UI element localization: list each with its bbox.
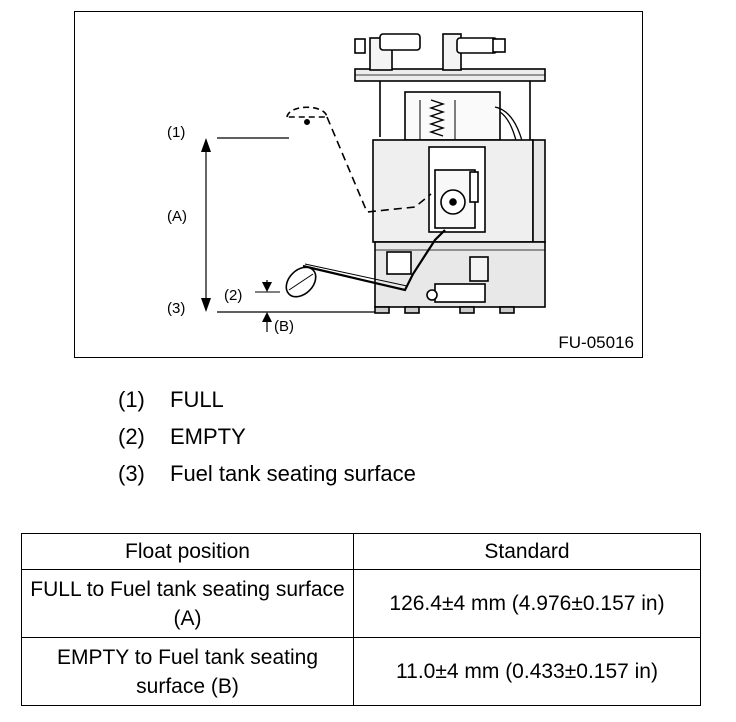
- label-full: (1): [167, 124, 186, 141]
- legend-text: FULL: [170, 387, 224, 412]
- fuel-pump-float-figure: (1) (A) (2) (3) (B) FU-05016: [74, 11, 643, 358]
- label-dimension-b: (B): [274, 318, 294, 335]
- cell-standard: 126.4±4 mm (4.976±0.157 in): [353, 569, 701, 638]
- label-empty: (2): [224, 287, 243, 304]
- legend-text: EMPTY: [170, 424, 246, 449]
- cell-standard: 11.0±4 mm (0.433±0.157 in): [353, 637, 701, 706]
- legend-text: Fuel tank seating surface: [170, 461, 416, 486]
- cell-float-position: FULL to Fuel tank seating surface (A): [21, 569, 354, 638]
- fuel-pump-illustration: [201, 33, 546, 332]
- cell-float-position: EMPTY to Fuel tank seating surface (B): [21, 637, 354, 706]
- label-dimension-a: (A): [167, 208, 187, 225]
- legend-number: (3): [118, 461, 145, 486]
- table-row: FULL to Fuel tank seating surface (A) 12…: [21, 569, 701, 638]
- label-seating-surface: (3): [167, 300, 186, 317]
- float-position-spec-table: Float position Standard FULL to Fuel tan…: [21, 533, 701, 706]
- table-header-row: Float position Standard: [21, 533, 701, 570]
- header-float-position: Float position: [21, 533, 354, 570]
- table-row: EMPTY to Fuel tank seating surface (B) 1…: [21, 637, 701, 706]
- legend-number: (1): [118, 387, 145, 412]
- header-standard: Standard: [353, 533, 701, 570]
- figure-id: FU-05016: [558, 333, 634, 352]
- legend-number: (2): [118, 424, 145, 449]
